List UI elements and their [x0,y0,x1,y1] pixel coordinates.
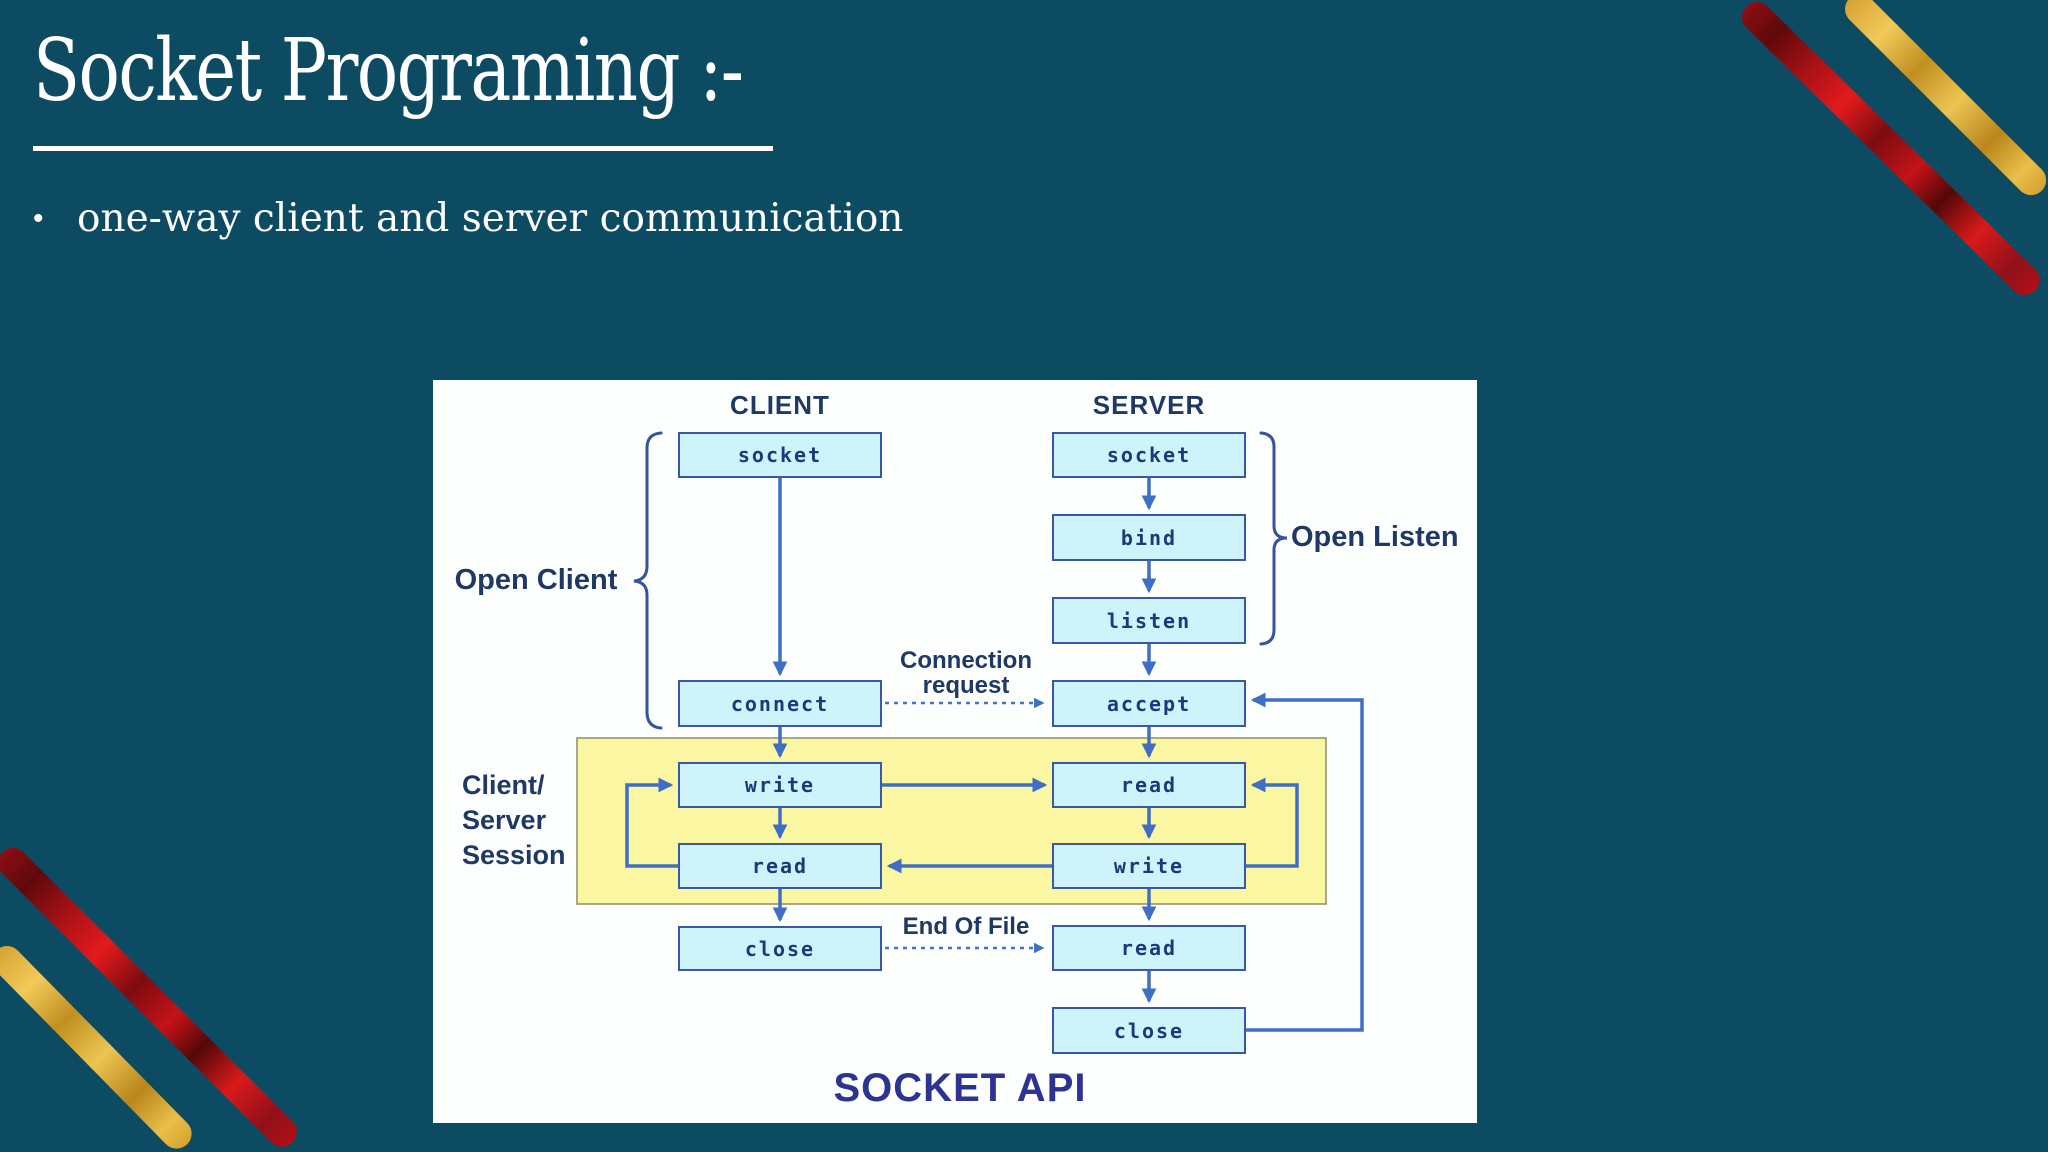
server-accept-box: accept [1052,680,1246,727]
client-connect-box: connect [678,680,882,727]
client-write-box: write [678,762,882,808]
flow-arrows [625,478,1364,1032]
server-close-box: close [1052,1007,1246,1054]
connection-request-label: Connection request [885,648,1047,698]
server-read-session-box: read [1052,762,1246,808]
socket-api-caption: SOCKET API [833,1066,1087,1110]
client-close-box: close [678,926,882,971]
server-bind-box: bind [1052,514,1246,561]
corner-stripe-gold-bottom-left [0,939,198,1152]
corner-stripe-gold-top-right [1838,0,2048,202]
bullet-text: one-way client and server communication [77,196,904,241]
diagram-connectors-svg [576,431,1364,1032]
server-read-eof-box: read [1052,925,1246,971]
bullet-item: • one-way client and server communicatio… [33,196,903,241]
end-of-file-label: End Of File [902,913,1030,940]
open-client-brace [633,431,663,730]
server-write-box: write [1052,843,1246,889]
connection-request-line2: request [922,672,1010,699]
server-socket-box: socket [1052,432,1246,478]
open-listen-label: Open Listen [1291,521,1459,553]
client-server-session-label: Client/ Server Session [462,768,566,873]
connection-request-line1: Connection [900,647,1032,674]
client-read-box: read [678,843,882,889]
title-underline [33,146,773,151]
socket-api-diagram: CLIENT SERVER socket connect write read … [433,380,1477,1123]
bullet-dot: • [33,201,44,235]
session-label-line3: Session [462,840,566,870]
open-client-label: Open Client [454,564,618,596]
server-listen-box: listen [1052,597,1246,644]
open-listen-brace [1259,431,1288,646]
client-socket-box: socket [678,432,882,478]
session-label-line1: Client/ [462,770,545,800]
session-label-line2: Server [462,805,547,835]
server-column-header: SERVER [1092,390,1206,420]
client-column-header: CLIENT [730,390,830,420]
slide-title: Socket Programing :- [33,21,744,121]
